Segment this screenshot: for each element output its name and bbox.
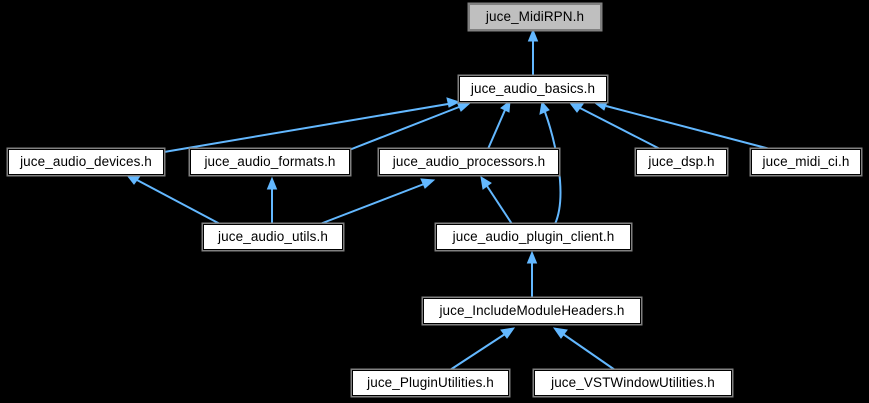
- edge-line: [343, 106, 460, 153]
- node-label: juce_midi_ci.h: [762, 154, 850, 170]
- edge-vst_window-to-include_module: [552, 327, 616, 371]
- node-label: juce_dsp.h: [648, 154, 715, 170]
- edge-line: [562, 333, 616, 371]
- edge-utils-to-devices: [125, 174, 221, 225]
- node-dsp[interactable]: juce_dsp.h: [636, 149, 727, 175]
- node-midirpn[interactable]: juce_MidiRPN.h: [469, 4, 601, 30]
- arrowhead-icon: [446, 97, 461, 108]
- edge-line: [486, 185, 513, 225]
- node-include_module[interactable]: juce_IncludeModuleHeaders.h: [423, 298, 641, 324]
- node-midici[interactable]: juce_midi_ci.h: [751, 149, 861, 175]
- node-label: juce_audio_devices.h: [20, 154, 152, 170]
- edge-include_module-to-plugin_client: [526, 250, 538, 298]
- arrowhead-icon: [526, 250, 538, 264]
- node-label: juce_audio_basics.h: [470, 81, 596, 97]
- edge-utils-to-formats: [266, 176, 278, 224]
- node-vst_window[interactable]: juce_VSTWindowUtilities.h: [534, 370, 732, 396]
- node-devices[interactable]: juce_audio_devices.h: [8, 149, 164, 175]
- edge-plugin_utils-to-include_module: [449, 327, 516, 371]
- node-label: juce_MidiRPN.h: [485, 9, 585, 25]
- node-plugin_utils[interactable]: juce_PluginUtilities.h: [352, 370, 509, 396]
- arrowhead-icon: [420, 178, 436, 189]
- edge-basics-to-midirpn: [527, 28, 539, 76]
- edge-line: [605, 105, 771, 150]
- arrowhead-icon: [125, 174, 141, 185]
- arrowhead-icon: [480, 176, 492, 190]
- node-label: juce_audio_utils.h: [218, 229, 328, 245]
- edge-line: [319, 183, 425, 225]
- node-label: juce_audio_plugin_client.h: [452, 229, 615, 245]
- edge-line: [449, 333, 506, 371]
- edge-dsp-to-basics: [568, 102, 661, 150]
- edge-line: [579, 107, 661, 150]
- node-label: juce_VSTWindowUtilities.h: [551, 375, 715, 391]
- arrowhead-icon: [539, 100, 550, 115]
- arrowhead-icon: [568, 102, 584, 113]
- edge-processors-to-basics: [487, 99, 511, 150]
- node-basics[interactable]: juce_audio_basics.h: [459, 76, 607, 102]
- edge-utils-to-processors: [319, 178, 436, 225]
- arrowhead-icon: [593, 101, 608, 111]
- node-processors[interactable]: juce_audio_processors.h: [379, 149, 559, 175]
- edge-formats-to-basics: [343, 101, 472, 153]
- node-label: juce_audio_formats.h: [204, 154, 336, 170]
- arrowhead-icon: [527, 28, 539, 42]
- edge-line: [163, 103, 449, 153]
- edge-line: [487, 109, 506, 150]
- node-utils[interactable]: juce_audio_utils.h: [203, 224, 343, 250]
- edge-devices-to-basics: [163, 97, 461, 153]
- arrowhead-icon: [500, 99, 511, 113]
- node-label: juce_IncludeModuleHeaders.h: [439, 303, 625, 319]
- edge-line: [136, 179, 221, 225]
- edge-midici-to-basics: [593, 101, 771, 150]
- node-plugin_client[interactable]: juce_audio_plugin_client.h: [436, 224, 631, 250]
- node-label: juce_audio_processors.h: [392, 154, 546, 170]
- arrowhead-icon: [456, 101, 472, 112]
- node-label: juce_PluginUtilities.h: [367, 375, 494, 391]
- arrowhead-icon: [552, 327, 568, 339]
- edge-plugin_client-to-processors: [480, 176, 513, 225]
- arrowhead-icon: [266, 176, 278, 190]
- arrowhead-icon: [500, 327, 516, 339]
- node-formats[interactable]: juce_audio_formats.h: [190, 149, 350, 175]
